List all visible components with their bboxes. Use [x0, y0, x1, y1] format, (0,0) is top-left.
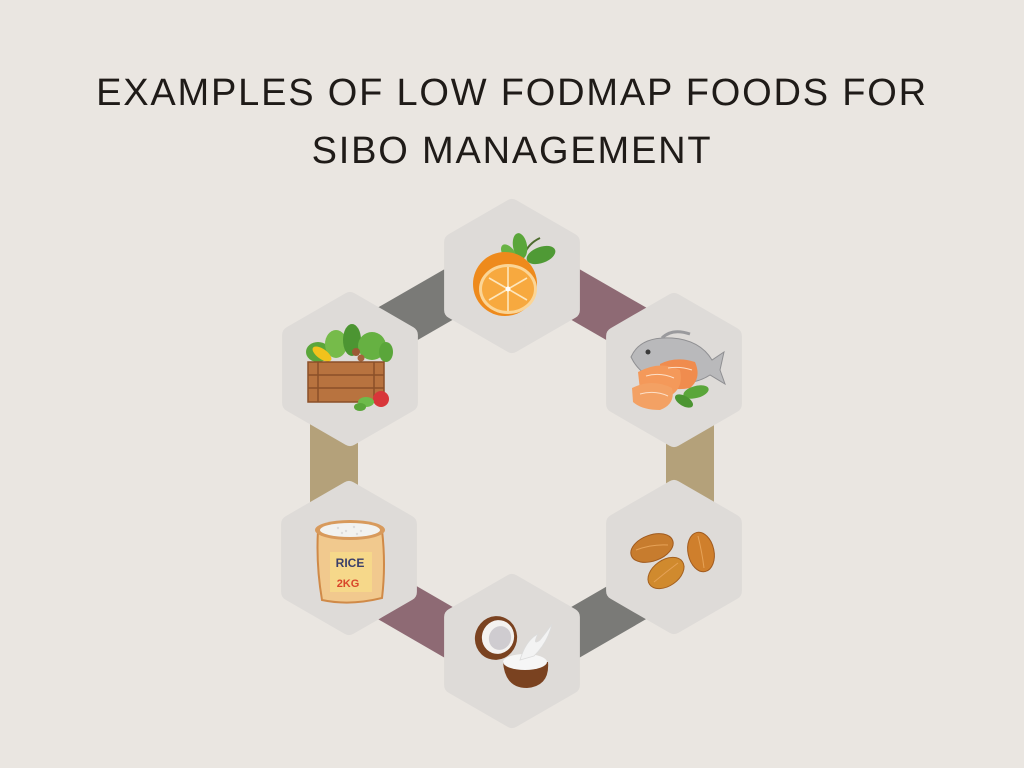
rice-bag-icon: RICE 2KG [315, 520, 385, 604]
vegetable-basket-icon [306, 324, 393, 411]
food-tile-rice: RICE 2KG [290, 490, 408, 626]
title-line-2: SIBO MANAGEMENT [311, 130, 713, 172]
food-tile-almonds [615, 489, 733, 625]
food-tile-coconut [453, 583, 571, 719]
coconut-icon [474, 616, 553, 688]
rice-bag-label: RICE [336, 556, 365, 570]
page-title: EXAMPLES OF LOW FODMAP FOODS FOR SIBO MA… [0, 64, 1024, 180]
orange-icon [473, 233, 556, 316]
rice-bag-weight: 2KG [337, 578, 360, 590]
title-line-1: EXAMPLES OF LOW FODMAP FOODS FOR [96, 72, 928, 114]
food-tile-vegetables [291, 301, 409, 437]
food-tile-orange [453, 208, 571, 344]
salmon-fish-icon [630, 330, 726, 410]
almonds-icon [630, 531, 715, 590]
food-tile-salmon [615, 302, 733, 438]
